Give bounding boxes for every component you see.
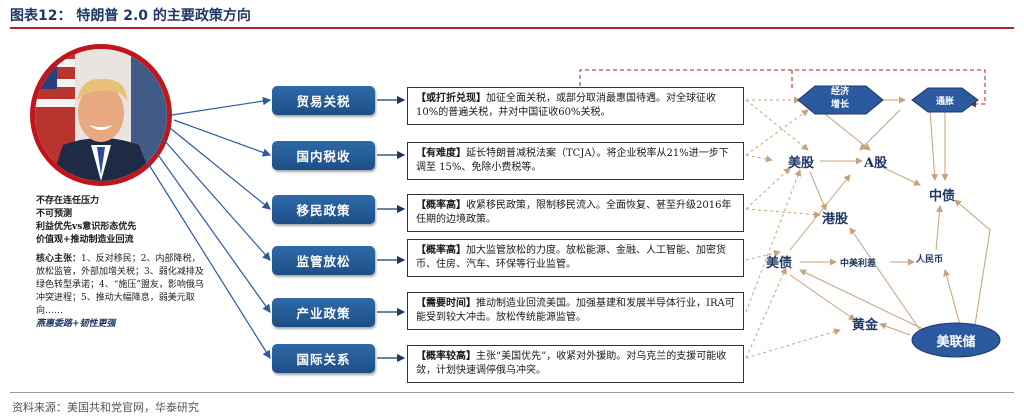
- policy-detail-text: 主张“美国优先”，收紧对外援助。对乌克兰的支援可能收敛，计划快速调停俄乌冲突。: [416, 351, 727, 376]
- policy-detail-text: 加大监管放松的力度。放松能源、金融、人工智能、加密货币、住房、汽车、环保等行业监…: [416, 245, 726, 270]
- policy-detail-industrial: 【需要时间】推动制造业回流美国。加强基建和发展半导体行业，IRA可能受到较大冲击…: [407, 292, 744, 330]
- policy-detail-domestic-tax: 【有难度】延长特朗普减税法案（TCJA）。将企业税率从21%进一步下调至 15%…: [407, 142, 744, 180]
- highlight-line: 不可预测: [36, 209, 73, 219]
- policy-detail-trade-tariff: 【或打折兑现】加征全面关税，或部分取消最惠国待遇。对全球征收10%的普遍关税，并…: [407, 87, 744, 125]
- node-gold: 黄金: [852, 318, 879, 333]
- node-a-shares: A股: [864, 156, 888, 171]
- node-us-bonds: 美债: [766, 256, 793, 271]
- policy-button-deregulation[interactable]: 监管放松: [272, 246, 375, 275]
- likelihood-tag: 【或打折兑现】: [416, 93, 486, 104]
- core-claims-footer: 燕惠委路+韧性更强: [36, 319, 116, 329]
- likelihood-tag: 【需要时间】: [416, 298, 476, 309]
- button-to-detail-arrows: [377, 95, 406, 363]
- node-economic-growth: 经济 增长: [830, 87, 849, 110]
- likelihood-tag: 【概率高】: [416, 245, 466, 256]
- portrait-image: [30, 44, 172, 186]
- node-china-bonds: 中债: [929, 189, 956, 204]
- core-claims-body: 1、反对移民；2、内部降税，放松监管，外部加增关税；3、弱化减排及绿色转型承诺；…: [36, 254, 204, 316]
- node-hk-stocks: 港股: [822, 212, 849, 227]
- policy-detail-text: 延长特朗普减税法案（TCJA）。将企业税率从21%进一步下调至 15%、免除小费…: [416, 148, 729, 173]
- policy-detail-deregulation: 【概率高】加大监管放松的力度。放松能源、金融、人工智能、加密货币、住房、汽车、环…: [407, 239, 744, 277]
- node-inflation: 通胀: [935, 97, 954, 107]
- policy-button-industrial[interactable]: 产业政策: [272, 298, 375, 327]
- likelihood-tag: 【概率高】: [416, 200, 466, 211]
- title-divider: [10, 27, 1014, 29]
- policy-impact-arrows: [745, 96, 841, 359]
- market-link-arrows: [789, 96, 991, 336]
- node-federal-reserve: 美联储: [936, 335, 976, 350]
- source-note: 资料来源：美国共和党官网，华泰研究: [12, 401, 199, 414]
- node-sino-us-rate-spread: 中美利差: [840, 259, 877, 269]
- highlight-line: 利益优先vs意识形态优先: [36, 222, 137, 232]
- highlight-line: 不存在连任压力: [36, 196, 100, 206]
- core-claims-title: 核心主张：: [36, 254, 82, 264]
- policy-button-immigration[interactable]: 移民政策: [272, 195, 375, 224]
- portrait-illustration: [35, 49, 167, 181]
- policy-button-trade-tariff[interactable]: 贸易关税: [272, 86, 375, 115]
- policy-detail-text: 收紧移民政策，限制移民流入。全面恢复、甚至升级2016年任期的边境政策。: [416, 200, 732, 225]
- policy-detail-immigration: 【概率高】收紧移民政策，限制移民流入。全面恢复、甚至升级2016年任期的边境政策…: [407, 194, 744, 232]
- policy-detail-international: 【概率较高】主张“美国优先”，收紧对外援助。对乌克兰的支援可能收敛，计划快速调停…: [407, 345, 744, 383]
- node-us-stocks: 美股: [788, 156, 815, 171]
- highlight-line: 价值观+推动制造业回流: [36, 235, 134, 245]
- node-rmb: 人民币: [916, 255, 944, 265]
- figure-title: 图表12： 特朗普 2.0 的主要政策方向: [10, 8, 251, 24]
- policy-button-domestic-tax[interactable]: 国内税收: [272, 141, 375, 170]
- likelihood-tag: 【有难度】: [416, 148, 466, 159]
- bottom-divider: [10, 392, 1014, 393]
- policy-detail-text: 推动制造业回流美国。加强基建和发展半导体行业，IRA可能受到较大冲击。放松传统能…: [416, 298, 735, 323]
- likelihood-tag: 【概率较高】: [416, 351, 476, 362]
- key-points-panel: 不存在连任压力 不可预测 利益优先vs意识形态优先 价值观+推动制造业回流 核心…: [36, 195, 206, 331]
- policy-button-international[interactable]: 国际关系: [272, 344, 375, 373]
- core-claims: 核心主张：1、反对移民；2、内部降税，放松监管，外部加增关税；3、弱化减排及绿色…: [36, 253, 206, 318]
